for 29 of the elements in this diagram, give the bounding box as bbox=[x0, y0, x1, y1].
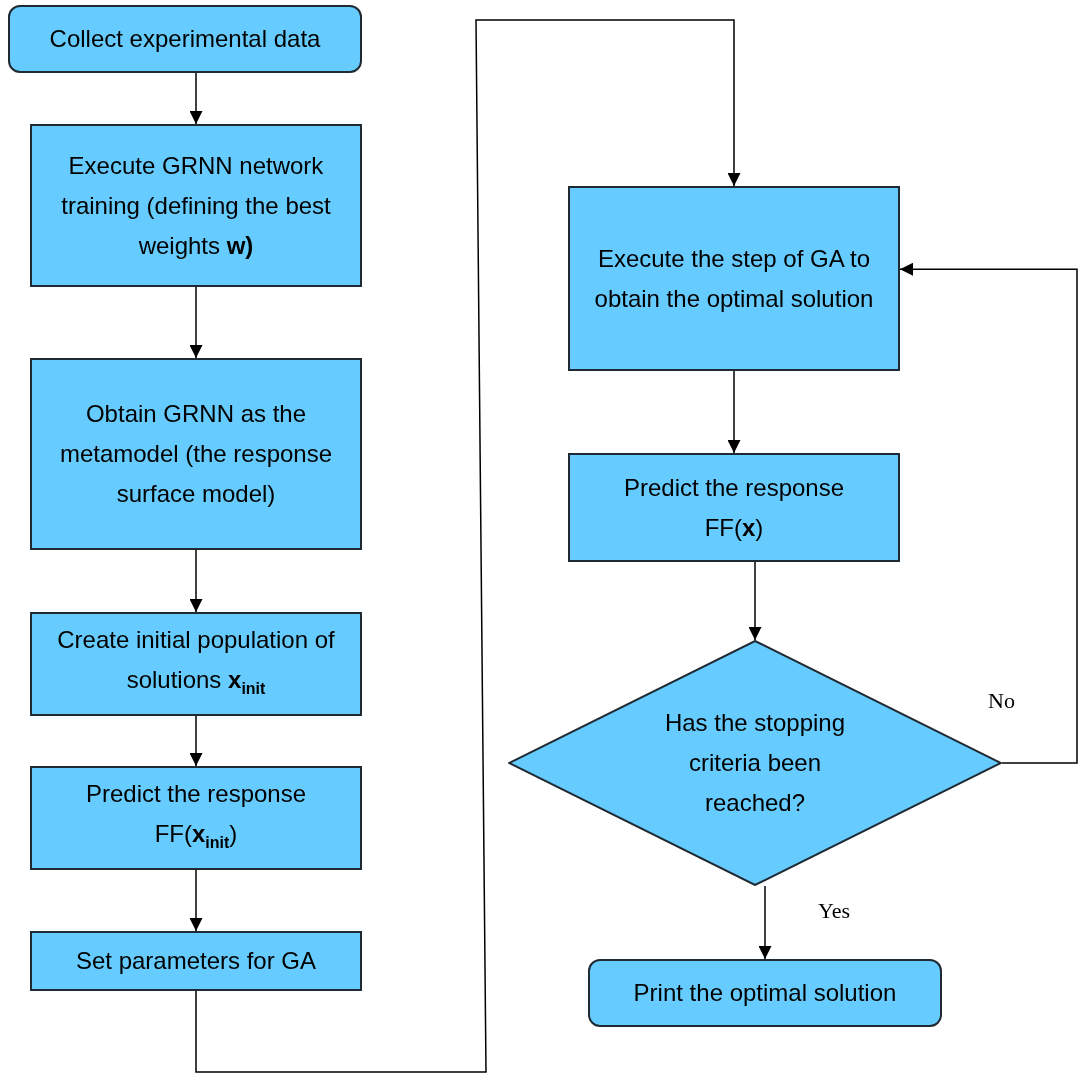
process-box bbox=[30, 612, 362, 716]
process-box bbox=[30, 124, 362, 287]
node-text: Set parameters for GA bbox=[75, 946, 317, 976]
arrow bbox=[727, 370, 741, 454]
node-text: Has the stopping criteria been reached? bbox=[663, 708, 847, 818]
arrow bbox=[758, 885, 772, 960]
terminal-box bbox=[8, 5, 362, 73]
arrow bbox=[748, 561, 762, 641]
process-box bbox=[568, 453, 900, 562]
node-text: Obtain GRNN as the metamodel (the response surface model) bbox=[58, 399, 334, 509]
process-box bbox=[30, 766, 362, 870]
node-text: Print the optimal solution bbox=[633, 978, 897, 1008]
process-box bbox=[30, 931, 362, 991]
node-text: Execute the step of GA to obtain the optimal solution bbox=[593, 243, 875, 314]
arrow bbox=[189, 715, 203, 767]
arrow bbox=[195, 19, 741, 1073]
terminal-box bbox=[588, 959, 942, 1027]
node-text: Create initial population of solutions x$_{init}$ bbox=[56, 624, 336, 699]
arrow bbox=[189, 286, 203, 359]
arrow bbox=[899, 262, 1078, 764]
arrow bbox=[189, 549, 203, 613]
process-box bbox=[568, 186, 900, 371]
process-box bbox=[30, 358, 362, 550]
node-text: Predict the response FF(x) bbox=[622, 472, 846, 543]
node-text: Execute GRNN network training (defining the best weights w) bbox=[60, 150, 332, 261]
arrow bbox=[189, 869, 203, 932]
arrow bbox=[189, 72, 203, 125]
node-text: Predict the response FF(x$_{init}$) bbox=[84, 778, 308, 853]
node-text: Collect experimental data bbox=[49, 24, 321, 54]
